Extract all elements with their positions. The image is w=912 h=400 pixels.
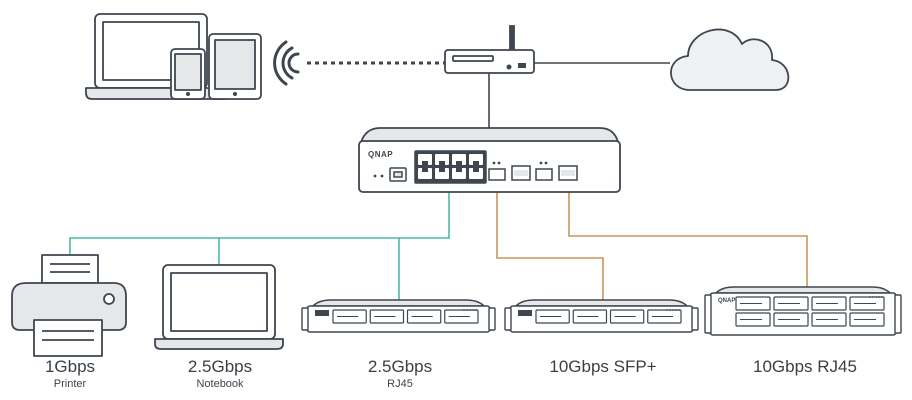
device-label-nas-10g: 10Gbps RJ45 [730, 357, 880, 377]
switch-rj45-port [469, 154, 483, 165]
switch-rj45-port-block [414, 150, 487, 184]
rack-ear-left [704, 294, 712, 334]
port-latch [422, 161, 428, 165]
router-icon [444, 25, 535, 74]
nas-logo: QNAP [718, 298, 735, 304]
nas-logo-block [518, 310, 532, 316]
wifi-icon [273, 40, 300, 86]
switch-rj45-port [418, 168, 432, 179]
switch-rj45-port [435, 168, 449, 179]
nas-top [715, 286, 891, 294]
status-led [466, 309, 468, 311]
network-switch-icon: QNAP [358, 127, 621, 193]
status-led [869, 296, 871, 298]
status-led [475, 309, 477, 311]
rack-ear-left [504, 307, 512, 331]
status-led [672, 309, 674, 311]
wireless-client-devices [85, 13, 262, 100]
rack-ear-right [691, 307, 699, 331]
status-led [472, 309, 474, 311]
status-led [666, 309, 668, 311]
nas-top [312, 299, 485, 307]
rackmount-nas-icon: QNAP [704, 286, 902, 336]
status-led [469, 309, 471, 311]
switch-sfp-port-1 [488, 168, 506, 181]
nas-top [515, 299, 688, 307]
rack-ear-right [488, 307, 496, 331]
device-speed: 2.5Gbps [187, 357, 253, 376]
switch-logo: QNAP [368, 150, 393, 159]
port-latch [456, 161, 462, 165]
switch-console-port [389, 167, 407, 182]
device-speed: 10Gbps RJ45 [753, 357, 857, 376]
phone-icon [170, 48, 206, 100]
device-speed: 10Gbps SFP+ [549, 357, 657, 376]
port-latch [439, 168, 445, 172]
rackmount-nas-icon [504, 299, 699, 333]
nas-logo-block [315, 310, 329, 316]
status-led [675, 309, 677, 311]
device-speed: 1Gbps [44, 357, 96, 376]
device-label-nas-sfp: 10Gbps SFP+ [528, 357, 678, 377]
laptop-icon [154, 264, 284, 350]
port-latch [422, 168, 428, 172]
link-1g-bus [69, 183, 450, 255]
device-type: RJ45 [387, 378, 413, 390]
device-label-printer: 1Gbps Printer [20, 357, 120, 391]
rack-ear-left [301, 307, 309, 331]
connection-lines [69, 61, 808, 300]
device-label-nas-rj45: 2.5Gbps RJ45 [340, 357, 460, 391]
switch-sfp-port-2 [535, 168, 553, 181]
status-led [872, 296, 874, 298]
link-10g-sfp [496, 183, 604, 300]
port-latch [439, 161, 445, 165]
switch-uplink-ports [488, 161, 578, 181]
device-type: Printer [53, 378, 87, 390]
printer-icon [11, 254, 127, 357]
status-led [678, 309, 680, 311]
tablet-icon [208, 33, 262, 100]
status-led [669, 309, 671, 311]
link-10g-rj45 [568, 183, 808, 287]
status-led [463, 309, 465, 311]
port-latch [456, 168, 462, 172]
status-led [878, 296, 880, 298]
switch-rj45-port [469, 168, 483, 179]
switch-rj45-port [435, 154, 449, 165]
status-led [881, 296, 883, 298]
rackmount-nas-icon [301, 299, 496, 333]
port-latch [473, 161, 479, 165]
port-latch [473, 168, 479, 172]
status-led [875, 296, 877, 298]
rack-ear-right [894, 294, 902, 334]
switch-rj45-port [452, 168, 466, 179]
cloud-icon [670, 28, 790, 91]
switch-rj45-port [452, 154, 466, 165]
device-speed: 2.5Gbps [367, 357, 433, 376]
device-type: Notebook [196, 378, 244, 390]
switch-rj45-port [418, 154, 432, 165]
port-block-frame [414, 150, 487, 184]
device-label-notebook: 2.5Gbps Notebook [165, 357, 275, 391]
